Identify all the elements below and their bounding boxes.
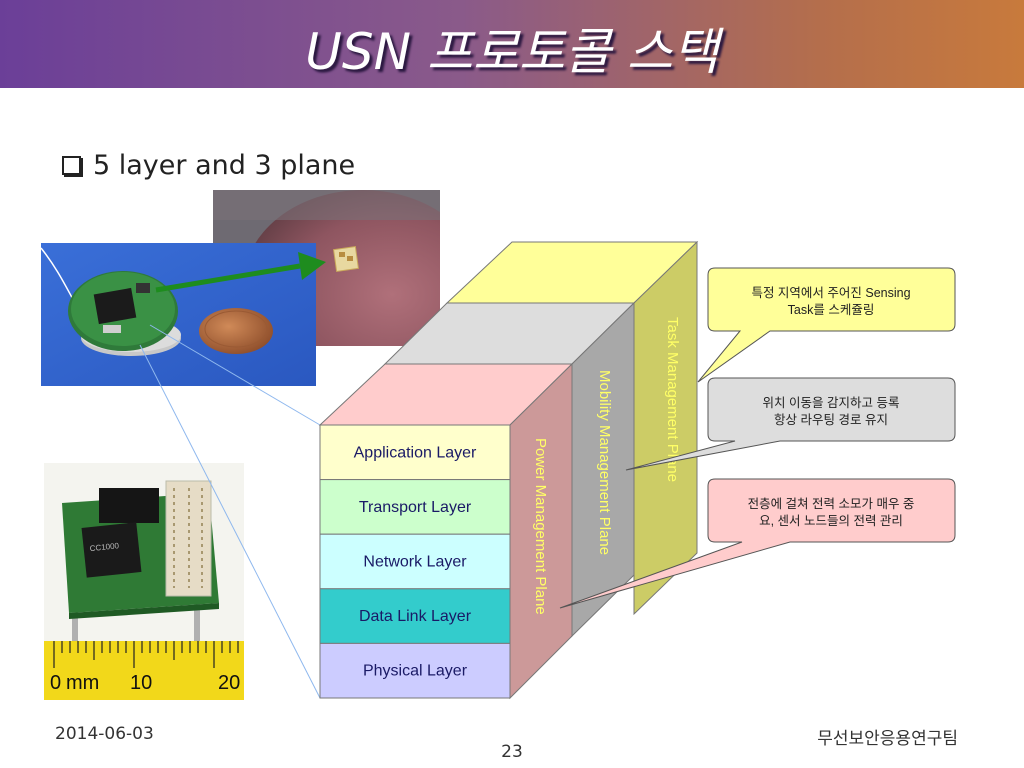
footer-date: 2014-06-03 (55, 724, 154, 744)
layer-box (319, 533, 511, 590)
callout-power-line1: 전층에 걸쳐 전력 소모가 매우 중 (748, 497, 915, 511)
callout-task (697, 267, 956, 383)
power-plane-label: Power Management Plane (532, 438, 549, 615)
ruler-label-0: 0 (50, 672, 61, 694)
ruler-label-mm: mm (66, 672, 99, 694)
layer-label: Data Link Layer (359, 608, 472, 625)
callout-mobility-line2: 항상 라우팅 경로 유지 (774, 413, 888, 427)
callout-power-line2: 요, 센서 노드들의 전력 관리 (759, 514, 903, 528)
layer-label: Transport Layer (359, 499, 472, 516)
arrow-head-icon (298, 252, 326, 280)
layer-box (319, 479, 511, 535)
mobility-plane-label: Mobility Management Plane (596, 370, 613, 555)
bullet-item: 5 layer and 3 plane (62, 150, 355, 181)
svg-text:CC1000: CC1000 (89, 541, 120, 553)
arrow-line (155, 263, 301, 293)
bullet-text: 5 layer and 3 plane (93, 150, 356, 181)
layer-label: Application Layer (354, 444, 477, 461)
callout-task-line1: 특정 지역에서 주어진 Sensing (751, 286, 910, 300)
layer-box (319, 588, 511, 644)
footer-page-number: 23 (501, 742, 523, 762)
footer-organization: 무선보안응용연구팀 (817, 729, 958, 749)
sensor-module-photo: CC1000 (44, 463, 244, 700)
callout-mobility (625, 377, 956, 471)
ruler-label-10: 10 (130, 672, 152, 694)
checkbox-bullet-icon (62, 156, 81, 175)
ruler-label-20: 20 (218, 672, 240, 694)
layer-label: Network Layer (363, 554, 467, 571)
callout-task-line2: Task를 스케쥴링 (788, 303, 875, 317)
slide-title: USN 프로토콜 스택 (305, 23, 719, 81)
task-plane-label: Task Management Plane (664, 317, 681, 482)
zoom-line-bottom (139, 344, 321, 699)
layer-label: Physical Layer (363, 663, 468, 680)
sensor-node-photo (41, 243, 316, 386)
zoom-line-top (149, 324, 321, 426)
layer-box (319, 424, 511, 481)
layer-box (319, 642, 511, 699)
callout-mobility-line1: 위치 이동을 감지하고 등록 (763, 396, 900, 410)
callout-power (559, 478, 956, 609)
title-bar (0, 0, 1024, 88)
